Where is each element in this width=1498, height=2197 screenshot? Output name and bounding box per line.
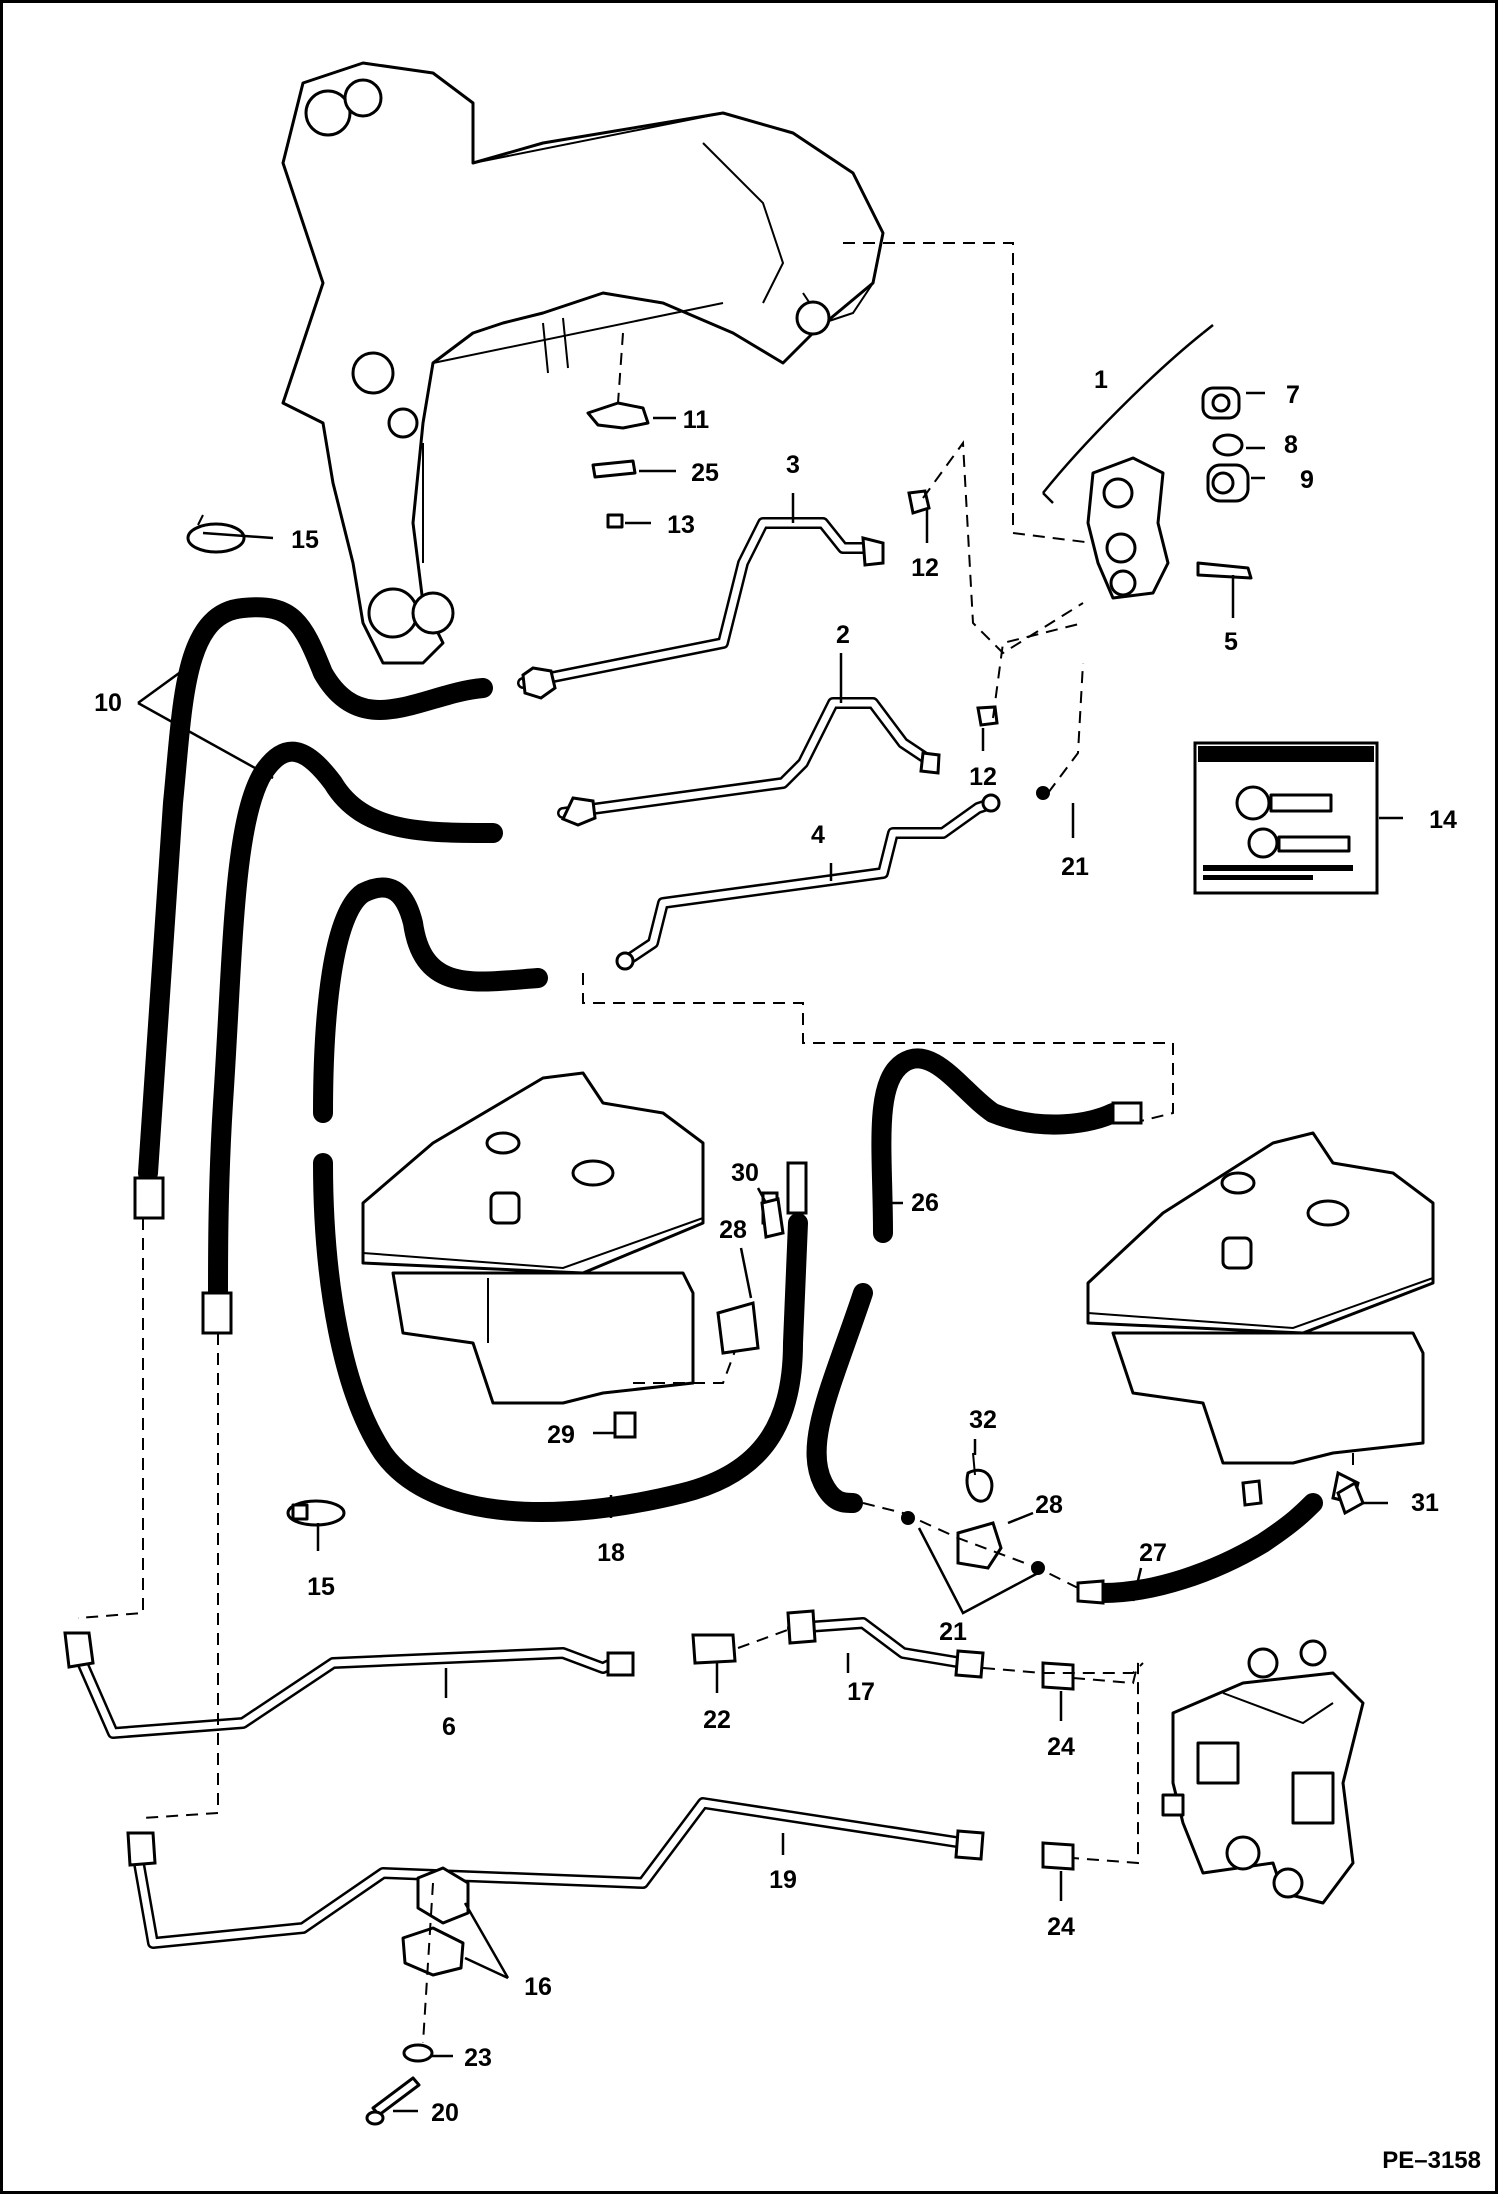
fittings-21-28-32 bbox=[862, 1452, 1079, 1589]
callout-24-lower: 24 bbox=[1047, 1913, 1075, 1941]
control-valve bbox=[1161, 1639, 1365, 1905]
callout-13: 13 bbox=[667, 511, 695, 539]
callout-8: 8 bbox=[1284, 431, 1298, 459]
callout-19: 19 bbox=[769, 1866, 797, 1894]
callout-20: 20 bbox=[431, 2099, 459, 2127]
callout-11: 11 bbox=[683, 406, 710, 434]
tube-6 bbox=[63, 1631, 737, 1739]
callout-21-lower: 21 bbox=[939, 1618, 967, 1646]
tube-3 bbox=[517, 489, 931, 700]
drawing-code: PE–3158 bbox=[1382, 2147, 1481, 2174]
loader-frame bbox=[281, 61, 885, 665]
tube-2 bbox=[557, 697, 999, 827]
callout-16: 16 bbox=[524, 1973, 552, 2001]
ring-clamp-15-lower bbox=[286, 1499, 346, 1527]
callout-labels: 1 2 3 4 5 6 7 8 9 10 11 12 12 13 14 15 1… bbox=[94, 366, 1457, 2127]
callout-31: 31 bbox=[1411, 1489, 1439, 1517]
callout-28-right: 28 bbox=[1035, 1491, 1063, 1519]
callout-12-upper: 12 bbox=[911, 554, 939, 582]
leader-lines bbox=[137, 391, 1403, 2113]
callout-1: 1 bbox=[1094, 366, 1108, 394]
callout-29: 29 bbox=[547, 1421, 575, 1449]
hose-26 bbox=[806, 1048, 1143, 1513]
coupler-valve-assembly bbox=[1042, 324, 1253, 600]
callout-2: 2 bbox=[836, 621, 850, 649]
callout-24-upper: 24 bbox=[1047, 1733, 1075, 1761]
callout-10: 10 bbox=[94, 689, 122, 717]
callout-15-upper: 15 bbox=[291, 526, 319, 554]
callout-7: 7 bbox=[1286, 381, 1300, 409]
callout-21-upper: 21 bbox=[1061, 853, 1089, 881]
battery-left bbox=[361, 1071, 739, 1439]
callout-12-lower: 12 bbox=[969, 763, 997, 791]
callout-3: 3 bbox=[786, 451, 800, 479]
callout-22: 22 bbox=[703, 1706, 731, 1734]
callout-28-left: 28 bbox=[719, 1216, 747, 1244]
callout-25: 25 bbox=[691, 459, 719, 487]
hose-27 bbox=[1076, 1470, 1360, 1605]
callout-4: 4 bbox=[811, 821, 825, 849]
callout-27: 27 bbox=[1139, 1539, 1167, 1567]
ring-clamp-15-upper bbox=[186, 514, 246, 554]
decal-14 bbox=[1193, 741, 1379, 895]
hose-and-tube-4 bbox=[313, 786, 1050, 1123]
callout-15-lower: 15 bbox=[307, 1573, 335, 1601]
callout-14: 14 bbox=[1429, 806, 1457, 834]
clamp-hardware-11-25-13 bbox=[586, 332, 650, 529]
callout-6: 6 bbox=[442, 1713, 456, 1741]
callout-5: 5 bbox=[1224, 628, 1238, 656]
callout-9: 9 bbox=[1300, 466, 1314, 494]
callout-18: 18 bbox=[597, 1539, 625, 1567]
small-fittings bbox=[760, 1197, 1365, 1516]
connection-dashes-lower bbox=[77, 1218, 1144, 1865]
callout-17: 17 bbox=[847, 1678, 875, 1706]
connection-dashes-upper bbox=[582, 242, 1174, 1124]
tube-17 bbox=[786, 1609, 1075, 1691]
callout-23: 23 bbox=[464, 2044, 492, 2072]
callout-32: 32 bbox=[969, 1406, 997, 1434]
hose-pair-10 bbox=[133, 597, 503, 1335]
exploded-view-drawing: 1 2 3 4 5 6 7 8 9 10 11 12 12 13 14 15 1… bbox=[63, 61, 1481, 2174]
callout-30: 30 bbox=[731, 1159, 759, 1187]
battery-right bbox=[1086, 1131, 1435, 1473]
callout-26: 26 bbox=[911, 1189, 939, 1217]
tube-19 bbox=[126, 1797, 1075, 1949]
clamp-bolt-16-23-20 bbox=[365, 1866, 470, 2126]
